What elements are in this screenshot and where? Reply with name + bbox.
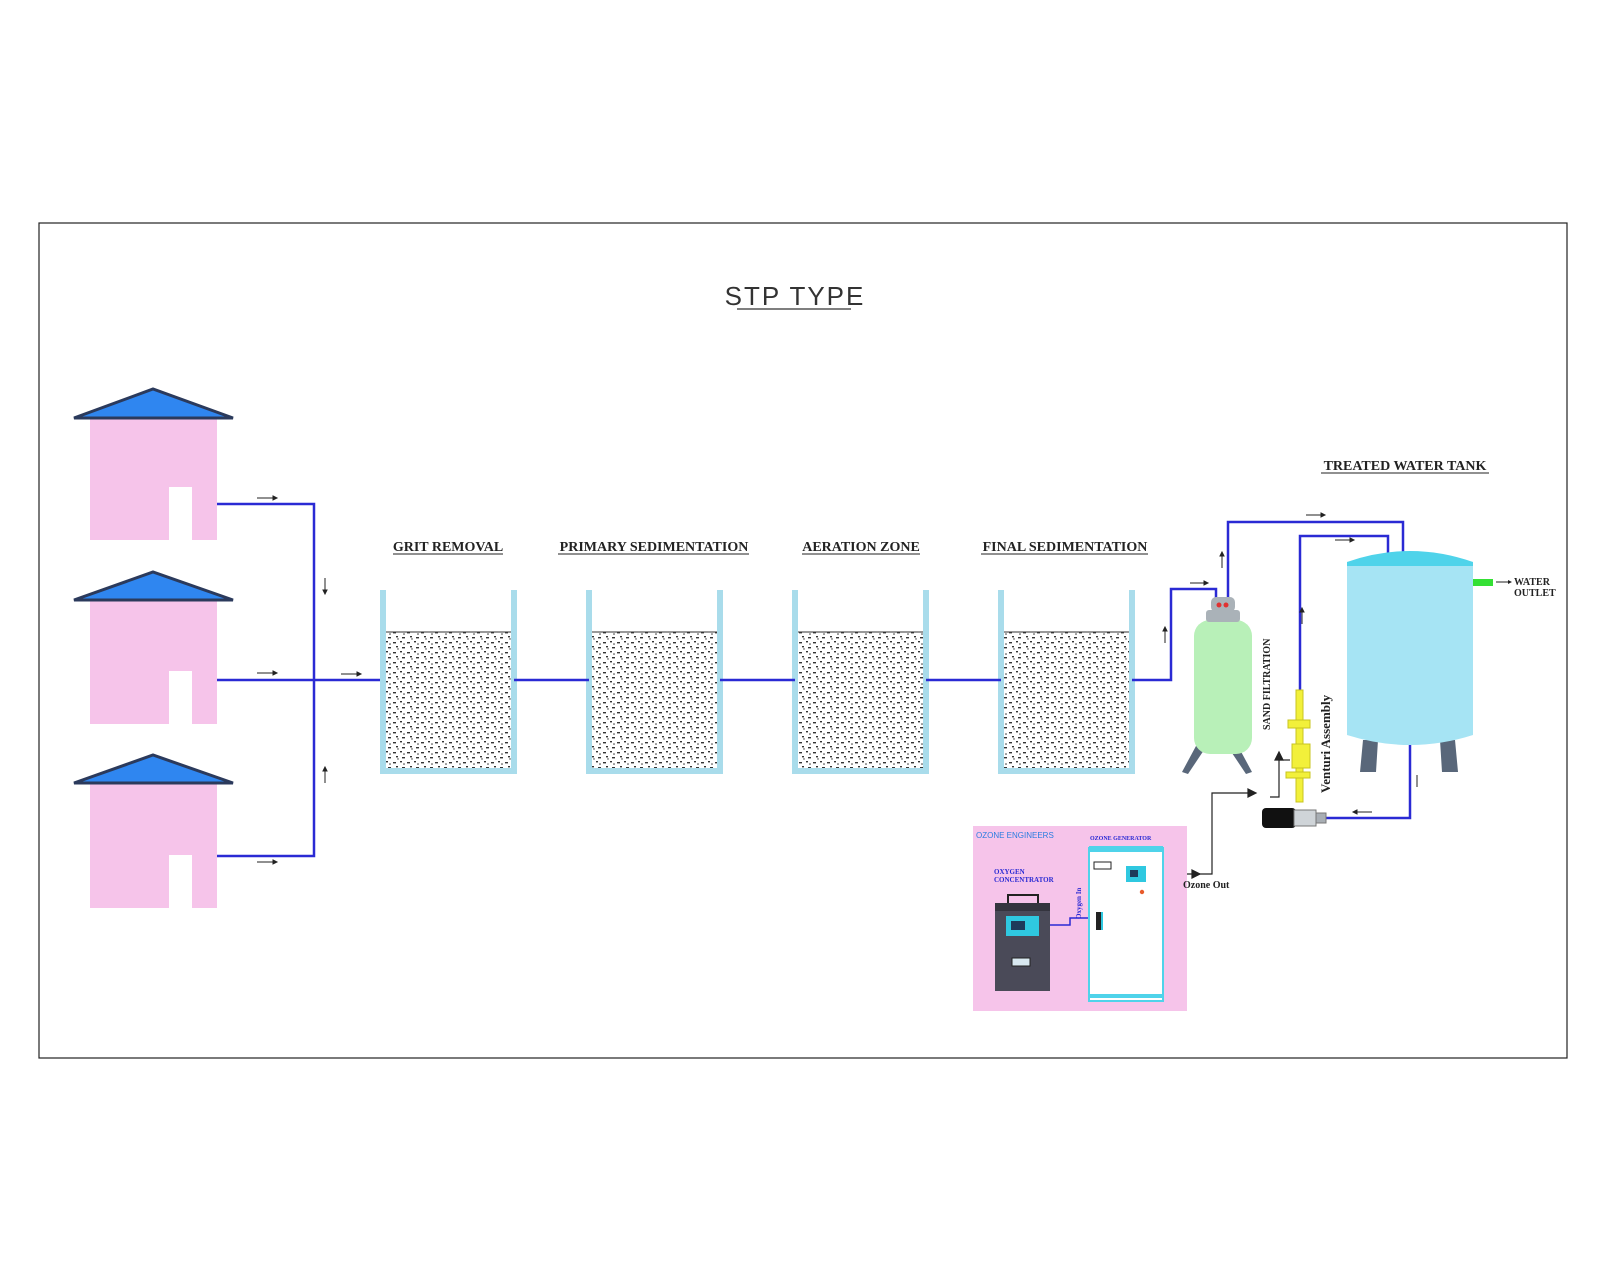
- grit-removal-tank: [380, 590, 517, 774]
- oxygen-line: Oxygen In: [1050, 888, 1090, 926]
- svg-text:TREATED WATER TANK: TREATED WATER TANK: [1324, 459, 1487, 474]
- venturi-label: Venturi Assembly: [1318, 694, 1333, 793]
- ozone-panel-brand: OZONE ENGINEERS: [976, 831, 1054, 840]
- svg-text:OUTLET: OUTLET: [1514, 588, 1556, 599]
- treated-water-tank: [1347, 551, 1493, 772]
- drawing-frame: [38, 222, 1568, 1059]
- inlet-piping: [217, 502, 382, 858]
- stage-label-primary: PRIMARY SEDIMENTATION: [558, 540, 749, 555]
- svg-text:OZONE GENERATOR: OZONE GENERATOR: [1090, 836, 1152, 842]
- diagram-title: STP TYPE: [725, 281, 866, 311]
- sand-filtration-label: SAND FILTRATION: [1262, 638, 1273, 730]
- svg-text:GRIT REMOVAL: GRIT REMOVAL: [393, 540, 503, 555]
- sand-filtration-vessel: [1182, 597, 1252, 774]
- house-1: [73, 387, 234, 540]
- svg-text:PRIMARY SEDIMENTATION: PRIMARY SEDIMENTATION: [560, 540, 749, 555]
- stage-label-grit: GRIT REMOVAL: [393, 540, 503, 555]
- water-outlet-label: WATER OUTLET: [1496, 577, 1556, 599]
- house-2: [73, 570, 234, 724]
- svg-text:FINAL SEDIMENTATION: FINAL SEDIMENTATION: [983, 540, 1148, 555]
- treated-tank-label: TREATED WATER TANK: [1321, 459, 1489, 474]
- flow-arrows-inlet: [257, 495, 363, 865]
- inter-tank-piping: [514, 520, 1412, 820]
- final-sedimentation-tank: [998, 590, 1135, 774]
- venturi-assembly: [1285, 689, 1311, 803]
- stage-label-final: FINAL SEDIMENTATION: [981, 540, 1148, 555]
- svg-text:OXYGEN: OXYGEN: [994, 868, 1025, 876]
- ozone-line: [1166, 750, 1290, 879]
- svg-text:WATER: WATER: [1514, 577, 1551, 588]
- ozone-out-label: Ozone Out: [1183, 880, 1230, 891]
- svg-text:Oxygen In: Oxygen In: [1075, 888, 1083, 919]
- ozone-panel: OZONE ENGINEERS OXYGEN CONCENTRATOR Oxyg…: [973, 826, 1187, 1011]
- aeration-zone-tank: [792, 590, 929, 774]
- ozone-generator: OZONE GENERATOR: [1088, 836, 1164, 1002]
- stage-label-aeration: AERATION ZONE: [802, 540, 920, 555]
- svg-text:CONCENTRATOR: CONCENTRATOR: [994, 876, 1055, 884]
- primary-sedimentation-tank: [586, 590, 723, 774]
- svg-text:STP TYPE: STP TYPE: [725, 281, 866, 311]
- pump: [1262, 808, 1327, 828]
- svg-text:AERATION ZONE: AERATION ZONE: [802, 540, 920, 555]
- flow-arrows-filter: [1162, 512, 1418, 815]
- oxygen-concentrator: OXYGEN CONCENTRATOR: [994, 868, 1055, 991]
- house-3: [73, 753, 234, 908]
